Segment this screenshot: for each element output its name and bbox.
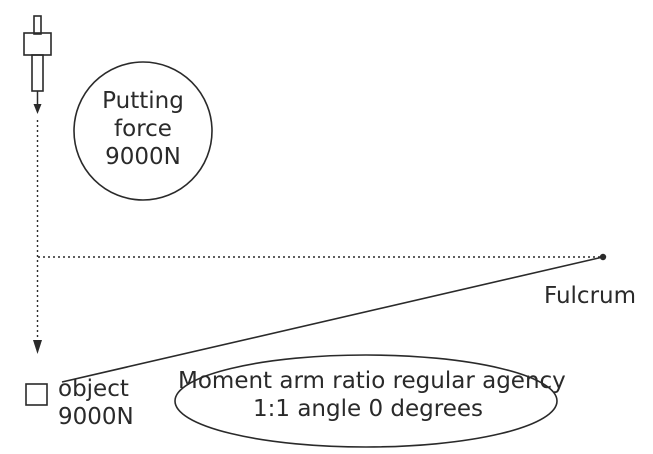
force-label-line2: force (114, 116, 172, 142)
force-applicator-icon (23, 15, 52, 92)
ratio-label-ellipse (174, 354, 558, 448)
lever-arm (61, 256, 604, 383)
force-arrowhead-top (33, 104, 42, 114)
object-label-line2: 9000N (58, 404, 134, 430)
ratio-label: Moment arm ratio regular agency 1:1 angl… (178, 367, 566, 423)
fulcrum-label: Fulcrum (543, 283, 637, 309)
force-label-circle (73, 61, 213, 201)
object-label-line1: object (58, 376, 129, 402)
force-label-line3: 9000N (105, 144, 181, 170)
ratio-label-line2: 1:1 angle 0 degrees (253, 396, 483, 422)
force-label-line1: Putting (102, 88, 184, 114)
force-label: Putting force 9000N (73, 87, 213, 171)
ratio-label-line1: Moment arm ratio regular agency (178, 368, 566, 394)
object-label: object 9000N (58, 375, 174, 431)
force-arrowhead-bottom (33, 340, 42, 354)
object-box (25, 383, 48, 406)
